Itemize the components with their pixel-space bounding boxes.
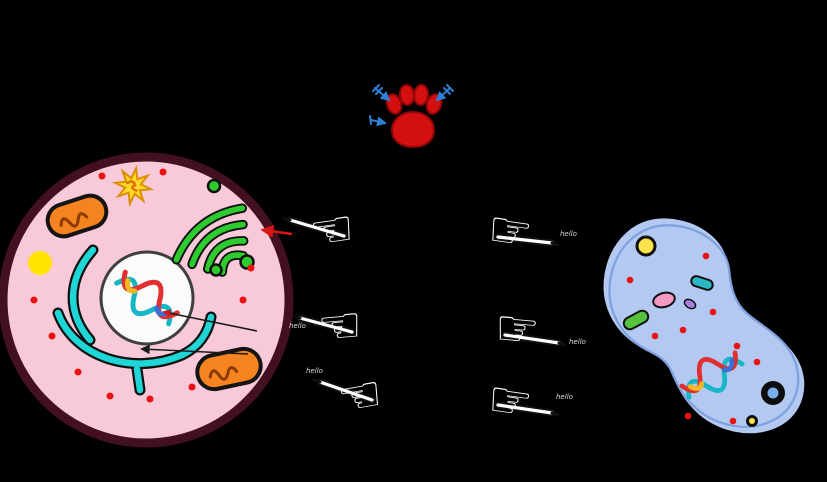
paw-toe (412, 84, 430, 106)
mitochondrion (45, 193, 109, 239)
right-pointing-hand-icon: ☞ (492, 298, 542, 360)
dart-icon (369, 115, 387, 127)
pointer-line-nucleus (162, 309, 258, 332)
paw-pad (390, 110, 436, 149)
ribosome-dot (98, 172, 106, 180)
ribosome-dot (626, 276, 634, 284)
left-pointing-hand-icon: ☜ (306, 198, 358, 262)
ribosome-dot (48, 332, 56, 340)
ribosome-dot (188, 383, 196, 391)
right-pointing-hand-icon: ☞ (484, 369, 536, 433)
left-pointing-hand-icon: ☜ (315, 295, 365, 357)
pointing-hand-right-middle: ☞ (492, 298, 567, 360)
lysosome (28, 251, 52, 275)
ribosome-dot (753, 358, 761, 366)
small-plasmid (746, 415, 758, 427)
ribosome-dot (651, 332, 659, 340)
pointing-hand-right-bottom: ☞ (484, 369, 560, 433)
plasmid (635, 235, 657, 257)
golgi-apparatus (171, 203, 249, 277)
ribosome-dot (159, 168, 167, 176)
ribosome-dot (30, 296, 38, 304)
ribosome-dot (679, 326, 687, 334)
ribosome-dot (709, 308, 717, 316)
pointing-hand-right-top: ☞ (484, 199, 560, 263)
pointing-hand-left-top: ☜ (282, 198, 358, 262)
ribosome-dot (733, 342, 741, 350)
eukaryotic-cell (0, 152, 294, 448)
hand-label: hello (556, 393, 573, 401)
dart-icon (435, 84, 454, 102)
pointer-line-er (140, 344, 249, 355)
prokaryotic-cell (599, 214, 809, 438)
ribosome-dot (239, 296, 247, 304)
endoplasmic-reticulum (52, 244, 217, 396)
pointing-hands: ☜ ☜ hello ☜ hello ☞ hello ☞ (282, 198, 586, 433)
inclusion-body (652, 291, 676, 309)
ribosome-dot (684, 412, 692, 420)
pointing-hand-left-middle: ☜ (292, 295, 365, 357)
ribosome-dot (74, 368, 82, 376)
ribosome-dot (729, 417, 737, 425)
ribosome-dot (247, 264, 255, 272)
ribosome-dot (702, 252, 710, 260)
inclusion-body (683, 298, 697, 310)
hand-label: hello (560, 230, 577, 238)
inclusion-body (622, 309, 650, 331)
vesicle (206, 178, 222, 194)
ribosomes (626, 252, 761, 425)
hand-label: hello (306, 367, 323, 375)
granule-core (767, 387, 779, 399)
paw-print (369, 84, 454, 149)
vesicle (209, 263, 223, 277)
hand-label: hello (569, 338, 586, 346)
pointing-hand-left-bottom: ☜ (312, 364, 387, 429)
dart-icon (372, 84, 391, 102)
left-pointing-hand-icon: ☜ (333, 364, 387, 429)
ribosome-dot (106, 392, 114, 400)
hand-label: hello (289, 322, 306, 330)
inclusion-body (690, 275, 714, 291)
ribosome-dot (146, 395, 154, 403)
red-arrow-golgi (260, 224, 293, 238)
centrosome (111, 164, 155, 208)
ribosomes (30, 168, 255, 403)
right-pointing-hand-icon: ☞ (484, 199, 536, 263)
nucleus (99, 250, 195, 346)
